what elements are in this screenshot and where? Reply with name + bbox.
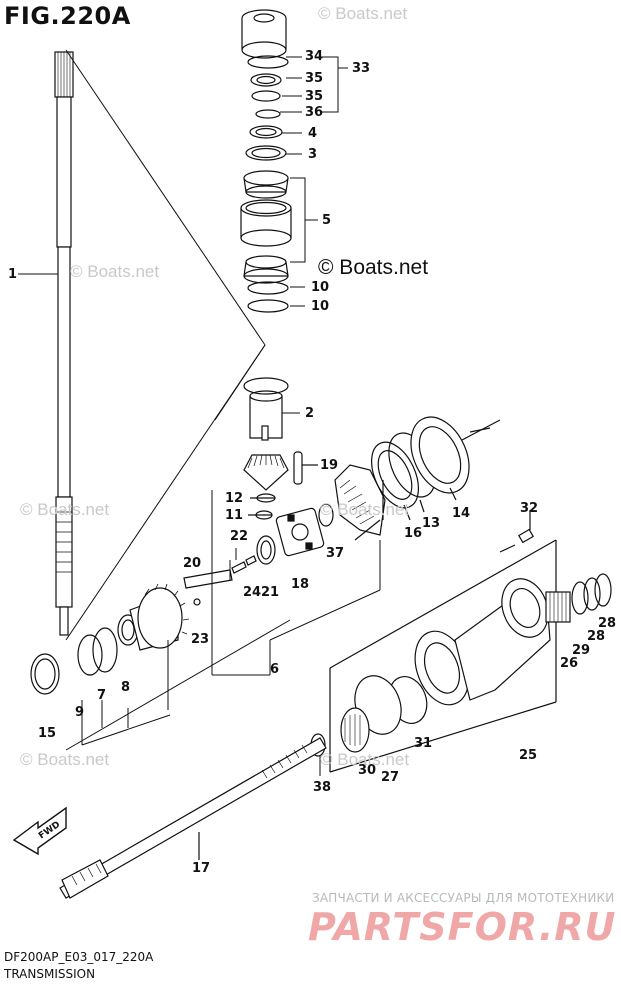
callout-25: 25: [519, 748, 538, 763]
watermark: © Boats.net: [320, 750, 410, 769]
callout-22: 22: [230, 529, 249, 544]
figure-code: DF200AP_E03_017_220A: [4, 950, 154, 964]
callout-29: 29: [572, 643, 591, 658]
callout-32: 32: [520, 501, 539, 516]
callout-11: 11: [225, 508, 244, 523]
callout-38: 38: [313, 780, 332, 795]
watermark: © Boats.net: [70, 262, 160, 281]
callout-12: 12: [225, 491, 244, 506]
callout-37: 37: [326, 546, 345, 561]
watermark: © Boats.net: [20, 500, 110, 519]
callout-21: 21: [261, 585, 280, 600]
callout-9: 9: [75, 705, 85, 720]
callout-14: 14: [452, 506, 471, 521]
bolt-part: [499, 510, 535, 553]
prop-shaft-housing: [329, 539, 557, 773]
callout-10: 10: [311, 299, 330, 314]
callout-28: 28: [587, 629, 606, 644]
callout-10: 10: [311, 280, 330, 295]
callout-35: 35: [305, 89, 324, 104]
watermark: © Boats.net: [320, 500, 410, 519]
callout-4: 4: [308, 126, 318, 141]
callout-23: 23: [191, 632, 210, 647]
forward-gear-parts: [30, 583, 190, 695]
callout-7: 7: [97, 688, 107, 703]
callout-13: 13: [422, 516, 441, 531]
callout-3: 3: [308, 147, 318, 162]
watermark: © Boats.net: [318, 4, 408, 23]
sleeve-part: [243, 377, 289, 441]
callout-33: 33: [352, 61, 371, 76]
callout-36: 36: [305, 105, 324, 120]
advert-logo: PARTSFOR.RU: [308, 905, 617, 949]
callout-31: 31: [414, 736, 433, 751]
thrust-bearing-parts: [354, 416, 501, 541]
callout-34: 34: [305, 49, 324, 64]
callout-28: 28: [598, 616, 617, 631]
figure-title: FIG.220A: [4, 2, 131, 30]
leader-lines: [18, 56, 348, 414]
fwd-arrow-icon: [12, 806, 67, 856]
watermark-big: © Boats.net: [318, 256, 429, 279]
callout-2: 2: [305, 406, 315, 421]
lower-leaders: [81, 490, 381, 746]
advert-tagline: ЗАПЧАСТИ И АКСЕССУАРЫ ДЛЯ МОТОТЕХНИКИ: [312, 891, 615, 905]
upper-stack: [240, 9, 292, 313]
callout-5: 5: [322, 213, 332, 228]
pinion-gear-part: [243, 454, 289, 520]
pin-part: [293, 451, 318, 485]
callout-18: 18: [291, 577, 310, 592]
callout-35: 35: [305, 71, 324, 86]
callout-30: 30: [358, 763, 377, 778]
callout-26: 26: [560, 656, 579, 671]
propeller-shaft-part: [59, 737, 327, 899]
callout-1: 1: [8, 267, 18, 282]
callout-8: 8: [121, 680, 131, 695]
clutch-assembly: [183, 503, 334, 606]
figure-caption: TRANSMISSION: [4, 967, 96, 981]
callout-19: 19: [320, 458, 339, 473]
callout-20: 20: [183, 556, 202, 571]
callout-15: 15: [38, 726, 57, 741]
rear-bearings: [545, 573, 612, 623]
guide-lines: [65, 49, 291, 751]
callout-24: 24: [243, 585, 262, 600]
callout-17: 17: [192, 861, 211, 876]
callout-16: 16: [404, 526, 423, 541]
callout-27: 27: [381, 770, 400, 785]
driveshaft-part: [54, 51, 74, 636]
callout-6: 6: [270, 662, 280, 677]
watermark: © Boats.net: [20, 750, 110, 769]
